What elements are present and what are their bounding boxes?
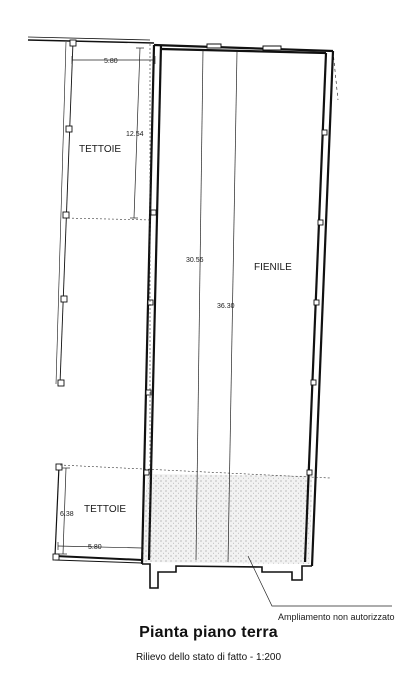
dim-inner-length: 30.56	[186, 257, 204, 264]
dashed-lines	[59, 44, 331, 560]
dim-outer-length: 36.30	[217, 303, 235, 310]
dim-lower-width: 5.80	[88, 544, 102, 551]
tettoie-upper-label: TETTOIE	[79, 144, 121, 155]
tettoie-lower-label: TETTOIE	[84, 504, 126, 515]
dimension-lines	[57, 47, 238, 563]
south-wall	[142, 563, 312, 589]
dim-lower-depth: 6.38	[60, 511, 74, 518]
dim-upper-depth: 12.54	[126, 131, 144, 138]
lower-tettoie-structure	[52, 463, 143, 564]
upper-tettoie-structure	[55, 39, 77, 387]
plan-subtitle: Rilievo dello stato di fatto - 1:200	[135, 652, 282, 663]
wall-pilasters	[143, 129, 328, 476]
dim-upper-width: 5.80	[104, 58, 118, 65]
plan-title: Pianta piano terra	[139, 624, 278, 641]
top-wall-openings	[206, 43, 282, 51]
unauthorized-extension-area	[142, 474, 312, 564]
fienile-label: FIENILE	[254, 262, 292, 273]
north-boundary	[27, 36, 339, 101]
annotation-leader	[247, 555, 392, 607]
annotation-label: Ampliamento non autorizzato	[278, 612, 395, 622]
